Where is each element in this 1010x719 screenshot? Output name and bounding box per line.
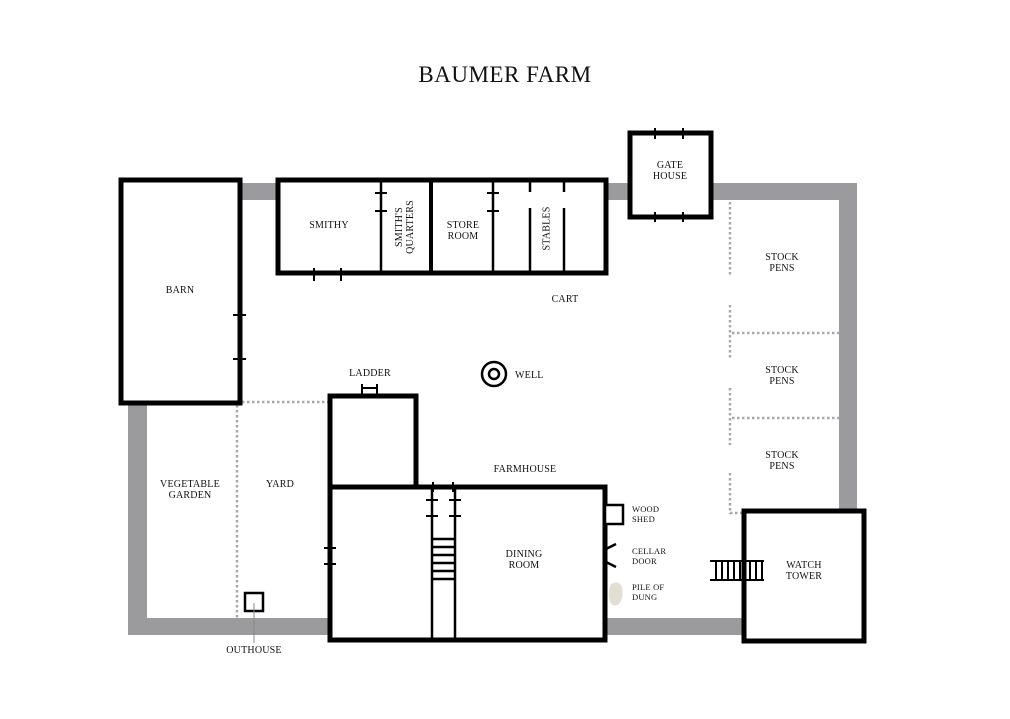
ladder-icon bbox=[361, 384, 378, 396]
farmhouse-building bbox=[327, 484, 608, 643]
barn-building bbox=[118, 177, 243, 406]
label-dining-room-line1: DINING bbox=[505, 549, 543, 560]
label-smiths-quarters: SMITH'S QUARTERS bbox=[394, 187, 418, 267]
label-gate-house-line1: GATE bbox=[656, 160, 684, 171]
label-stock-pens-3-line2: PENS bbox=[769, 461, 795, 472]
buildings bbox=[118, 130, 867, 644]
label-smiths-quarters-line1: SMITH'S bbox=[394, 207, 405, 247]
label-yard: YARD bbox=[265, 479, 295, 490]
wood-shed bbox=[603, 503, 625, 526]
label-pile-of-dung: PILE OF DUNG bbox=[632, 582, 665, 602]
label-dining-room: DINING ROOM bbox=[494, 549, 554, 571]
gate-house-building bbox=[627, 130, 714, 220]
label-vegetable-garden-line2: GARDEN bbox=[168, 490, 212, 501]
palisade-wall bbox=[128, 183, 857, 635]
label-wood-shed-line1: WOOD bbox=[632, 504, 660, 514]
pile-of-dung bbox=[608, 582, 623, 606]
label-outhouse: OUTHOUSE bbox=[226, 645, 282, 656]
label-cellar-door: CELLAR DOOR bbox=[632, 546, 667, 566]
label-cellar-door-line2: DOOR bbox=[632, 555, 657, 566]
well-icon bbox=[480, 360, 508, 388]
cellar-door-icon bbox=[605, 542, 617, 569]
label-pile-of-dung-line1: PILE OF bbox=[632, 582, 665, 592]
label-stock-pens-2-line2: PENS bbox=[769, 376, 795, 387]
label-stables: STABLES bbox=[541, 206, 553, 251]
label-pile-of-dung-line2: DUNG bbox=[632, 591, 658, 602]
label-stock-pens-3: STOCK PENS bbox=[752, 450, 812, 472]
label-dining-room-line2: ROOM bbox=[508, 560, 540, 571]
label-gate-house: GATE HOUSE bbox=[640, 160, 700, 182]
map-title: BAUMER FARM bbox=[418, 62, 592, 87]
watch-tower-building bbox=[741, 508, 867, 644]
dotted-fences bbox=[235, 202, 839, 618]
label-stock-pens-2-line1: STOCK bbox=[765, 365, 799, 376]
label-wood-shed: WOOD SHED bbox=[632, 504, 660, 524]
label-barn: BARN bbox=[165, 285, 195, 296]
label-stock-pens-1: STOCK PENS bbox=[752, 252, 812, 274]
watch-tower-ladder-icon bbox=[710, 560, 764, 581]
label-watch-tower: WATCH TOWER bbox=[772, 560, 836, 582]
label-ladder: LADDER bbox=[349, 368, 391, 379]
label-stock-pens-2: STOCK PENS bbox=[752, 365, 812, 387]
label-stock-pens-1-line1: STOCK bbox=[765, 252, 799, 263]
label-vegetable-garden-line1: VEGETABLE bbox=[160, 479, 220, 490]
label-watch-tower-line1: WATCH bbox=[786, 560, 822, 571]
label-farmhouse: FARMHOUSE bbox=[493, 464, 557, 475]
farmhouse-annex bbox=[327, 393, 419, 490]
label-cellar-door-line1: CELLAR bbox=[632, 546, 667, 556]
label-stock-pens-1-line2: PENS bbox=[769, 263, 795, 274]
label-stock-pens-3-line1: STOCK bbox=[765, 450, 799, 461]
label-smiths-quarters-line2: QUARTERS bbox=[405, 200, 416, 254]
label-well: WELL bbox=[515, 370, 544, 381]
label-wood-shed-line2: SHED bbox=[632, 513, 655, 524]
staircase-icon bbox=[432, 537, 455, 581]
label-vegetable-garden: VEGETABLE GARDEN bbox=[150, 479, 230, 501]
label-store-room: STORE ROOM bbox=[437, 220, 489, 242]
label-store-room-line2: ROOM bbox=[447, 231, 479, 242]
label-store-room-line1: STORE bbox=[446, 220, 480, 231]
label-gate-house-line2: HOUSE bbox=[652, 171, 688, 182]
label-watch-tower-line2: TOWER bbox=[785, 571, 823, 582]
door-marks bbox=[233, 128, 684, 565]
workshop-row-building bbox=[275, 177, 609, 276]
label-cart: CART bbox=[551, 294, 579, 305]
label-smithy: SMITHY bbox=[309, 220, 349, 231]
